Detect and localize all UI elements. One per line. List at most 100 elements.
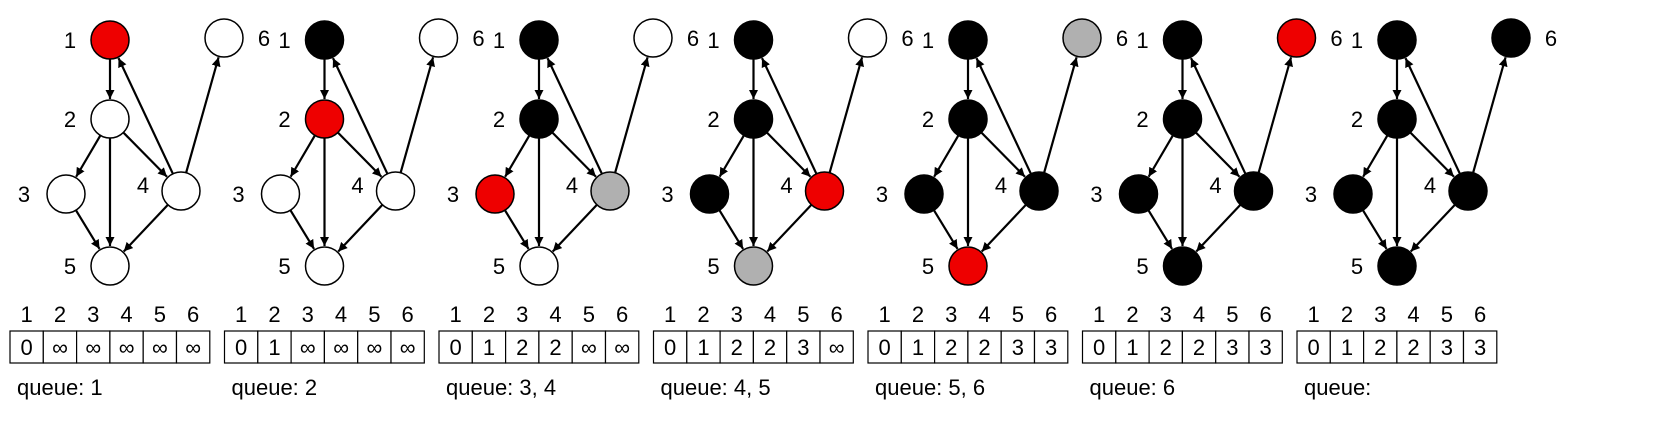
node-4 (161, 171, 201, 211)
distance-value-4: 2 (764, 335, 776, 360)
distance-cell (75, 330, 111, 364)
table-header-3: 3 (1374, 302, 1386, 327)
node-5 (519, 246, 559, 286)
node-label-4: 4 (566, 173, 578, 198)
node-3 (475, 174, 515, 214)
edge-4-to-5 (122, 204, 169, 253)
node-label-2: 2 (1351, 107, 1363, 132)
edges (932, 56, 1079, 253)
distance-value-5: 3 (1012, 335, 1024, 360)
distance-cell (933, 330, 969, 364)
table-header-1: 1 (21, 302, 33, 327)
node-label-4: 4 (1424, 173, 1436, 198)
edge-4-to-1 (546, 57, 603, 175)
edge-2-to-4 (551, 131, 597, 178)
distance-value-2: 1 (483, 335, 495, 360)
node-2 (519, 99, 559, 139)
node-label-6: 6 (1330, 26, 1342, 51)
edge-4-to-1 (1404, 57, 1461, 175)
node-3 (260, 174, 301, 214)
edge-4-to-5 (1409, 204, 1456, 253)
queue-label: queue: 5, 6 (875, 375, 985, 400)
distance-cell (1248, 330, 1283, 364)
edge-4-to-6 (828, 56, 864, 174)
edge-4-to-5 (980, 204, 1027, 253)
queue-label: queue: 2 (232, 375, 318, 400)
table-header-1: 1 (879, 302, 891, 327)
node-5 (733, 246, 774, 286)
table-header-1: 1 (235, 302, 247, 327)
distance-cell (1396, 330, 1431, 364)
distance-cell (42, 330, 78, 364)
edge-4-to-6 (614, 56, 650, 174)
edge-4-to-6 (399, 56, 435, 174)
distance-cell (1215, 330, 1250, 364)
edges (289, 56, 435, 253)
distance-cell (538, 330, 573, 364)
table-header-4: 4 (764, 302, 776, 327)
node-label-2: 2 (278, 107, 290, 132)
node-6 (418, 18, 459, 58)
distance-cell (504, 330, 540, 364)
node-5 (1377, 246, 1417, 286)
distance-value-4: ∞ (119, 335, 135, 360)
distance-cell (290, 330, 325, 364)
edge-3-to-5 (1361, 209, 1388, 250)
node-label-3: 3 (447, 182, 459, 207)
node-label-6: 6 (1545, 26, 1557, 51)
distance-value-4: 2 (978, 335, 990, 360)
edge-4-to-5 (766, 204, 813, 253)
distance-cell (1296, 330, 1331, 364)
distance-value-5: ∞ (152, 335, 168, 360)
edge-2-to-4 (337, 131, 383, 178)
node-4 (1019, 171, 1059, 211)
distance-cell (900, 330, 936, 364)
table-header-3: 3 (516, 302, 528, 327)
node-label-1: 1 (493, 28, 505, 53)
table-header-3: 3 (302, 302, 314, 327)
node-2 (733, 99, 774, 139)
table-header-2: 2 (483, 302, 495, 327)
distance-cell (390, 330, 425, 364)
edge-3-to-5 (1147, 209, 1174, 250)
node-6 (633, 18, 673, 58)
node-5 (1162, 246, 1203, 286)
table-header-3: 3 (731, 302, 743, 327)
node-label-3: 3 (1090, 182, 1102, 207)
node-label-6: 6 (1116, 26, 1128, 51)
edge-4-to-5 (551, 204, 598, 253)
table-header-6: 6 (616, 302, 628, 327)
distance-value-3: 2 (731, 335, 743, 360)
edge-4-to-5 (1195, 204, 1242, 253)
edge-4-to-6 (1257, 56, 1293, 174)
edge-4-to-6 (1472, 56, 1508, 174)
node-1 (304, 20, 345, 60)
node-label-3: 3 (661, 182, 673, 207)
node-label-4: 4 (1209, 173, 1221, 198)
edge-3-to-5 (289, 209, 316, 250)
node-label-2: 2 (64, 107, 76, 132)
table-header-2: 2 (697, 302, 709, 327)
table-header-6: 6 (1045, 302, 1057, 327)
queue-label: queue: 3, 4 (446, 375, 556, 400)
node-label-2: 2 (493, 107, 505, 132)
node-3 (1118, 174, 1159, 214)
node-label-6: 6 (901, 26, 913, 51)
node-label-3: 3 (232, 182, 244, 207)
table-header-3: 3 (1160, 302, 1172, 327)
table-header-3: 3 (87, 302, 99, 327)
distance-value-1: 0 (235, 335, 247, 360)
node-label-3: 3 (18, 182, 30, 207)
node-label-4: 4 (995, 173, 1007, 198)
distance-value-3: 2 (1160, 335, 1172, 360)
distance-value-6: 3 (1260, 335, 1272, 360)
table-header-4: 4 (1407, 302, 1419, 327)
node-3 (904, 174, 944, 214)
node-2 (1162, 99, 1203, 139)
distance-value-1: 0 (1308, 335, 1320, 360)
node-2 (90, 99, 130, 139)
table-header-1: 1 (450, 302, 462, 327)
